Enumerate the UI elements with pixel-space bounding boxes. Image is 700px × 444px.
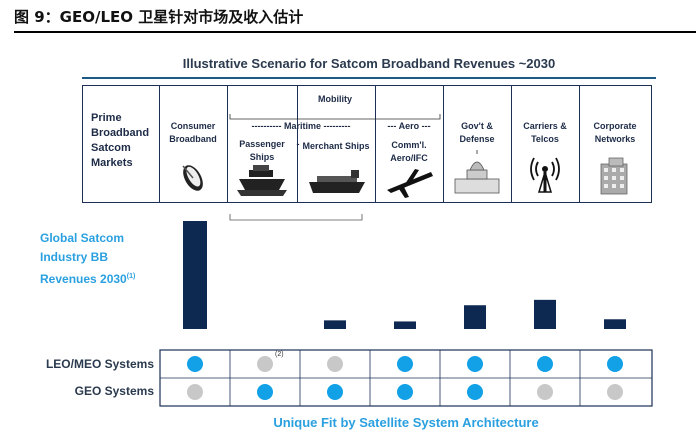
aero-section-label: --- Aero --- <box>387 121 431 131</box>
header-cell-carriers: Carriers & Telcos <box>511 86 580 202</box>
header-cell-consumer: Consumer Broadband <box>159 86 228 202</box>
header-cell-govt: Gov't & Defense <box>443 86 512 202</box>
leo-fit-dot-6 <box>607 356 623 372</box>
row-label-leo: LEO/MEO Systems <box>45 357 154 371</box>
mobility-bracket <box>229 114 441 120</box>
geo-fit-dot-0 <box>187 384 203 400</box>
geo-fit-dot-6 <box>607 384 623 400</box>
column-label-consumer: Consumer Broadband <box>169 121 217 144</box>
figure-title: 图 9：GEO/LEO 卫星针对市场及收入估计 <box>14 8 304 26</box>
leo-fit-dot-5 <box>537 356 553 372</box>
airplane-icon <box>387 169 433 198</box>
metric-label-text: Global Satcom Industry BB Revenues 2030 <box>40 231 127 286</box>
maritime-section-label: ---------- Maritime --------- <box>251 121 351 131</box>
bar-4 <box>464 305 486 329</box>
column-label-carriers: Carriers & Telcos <box>523 121 567 144</box>
leo-fit-dot-2 <box>327 356 343 372</box>
header-cell-aero: --- Aero --- Comm'l. Aero/IFC <box>375 86 444 202</box>
header-cell-passenger: Passenger Ships <box>227 86 298 202</box>
bar-5 <box>534 299 556 329</box>
capitol-building-icon <box>454 150 500 194</box>
geo-fit-dot-2 <box>327 384 343 400</box>
radio-tower-icon <box>530 157 560 193</box>
bar-6 <box>604 319 626 329</box>
column-label-corporate: Corporate Networks <box>593 121 637 144</box>
figure-title-rule <box>14 31 696 33</box>
markets-header-table: Prime Broadband Satcom Markets Consumer … <box>82 85 652 203</box>
column-label-passenger: Passenger Ships <box>239 139 285 162</box>
column-label-merchant: Merchant Ships <box>302 141 370 151</box>
office-building-icon <box>600 157 628 195</box>
bar-2 <box>324 320 346 329</box>
maritime-separator: - <box>296 139 300 149</box>
geo-fit-dot-5 <box>537 384 553 400</box>
mobility-group-label: Mobility <box>318 94 352 104</box>
cargo-ship-icon <box>309 170 365 193</box>
geo-fit-dot-4 <box>467 384 483 400</box>
metric-label: Global Satcom Industry BB Revenues 2030(… <box>40 229 150 289</box>
metric-footnote: (1) <box>126 273 136 280</box>
prime-markets-cell: Prime Broadband Satcom Markets <box>83 86 160 202</box>
leo-fit-dot-4 <box>467 356 483 372</box>
column-label-govt: Gov't & Defense <box>459 121 495 144</box>
geo-fit-dot-1 <box>257 384 273 400</box>
leo-footnote: (2) <box>275 351 284 358</box>
satellite-dish-icon <box>182 165 203 191</box>
prime-markets-label: Prime Broadband Satcom Markets <box>91 112 150 169</box>
header-cell-merchant: Merchant Ships <box>297 86 376 202</box>
geo-fit-dot-3 <box>397 384 413 400</box>
bar-3 <box>394 321 416 329</box>
header-cell-corporate: Corporate Networks <box>579 86 652 202</box>
maritime-bracket <box>229 214 363 221</box>
bottom-title: Unique Fit by Satellite System Architect… <box>273 415 539 430</box>
chart-title-rule <box>82 77 656 79</box>
leo-fit-dot-0 <box>187 356 203 372</box>
leo-fit-dot-1 <box>257 356 273 372</box>
cruise-ship-icon <box>237 165 287 196</box>
row-label-geo: GEO Systems <box>74 384 154 398</box>
chart-title: Illustrative Scenario for Satcom Broadba… <box>182 56 556 71</box>
column-label-aero: Comm'l. Aero/IFC <box>390 140 428 163</box>
bar-0 <box>183 221 207 329</box>
leo-fit-dot-3 <box>397 356 413 372</box>
